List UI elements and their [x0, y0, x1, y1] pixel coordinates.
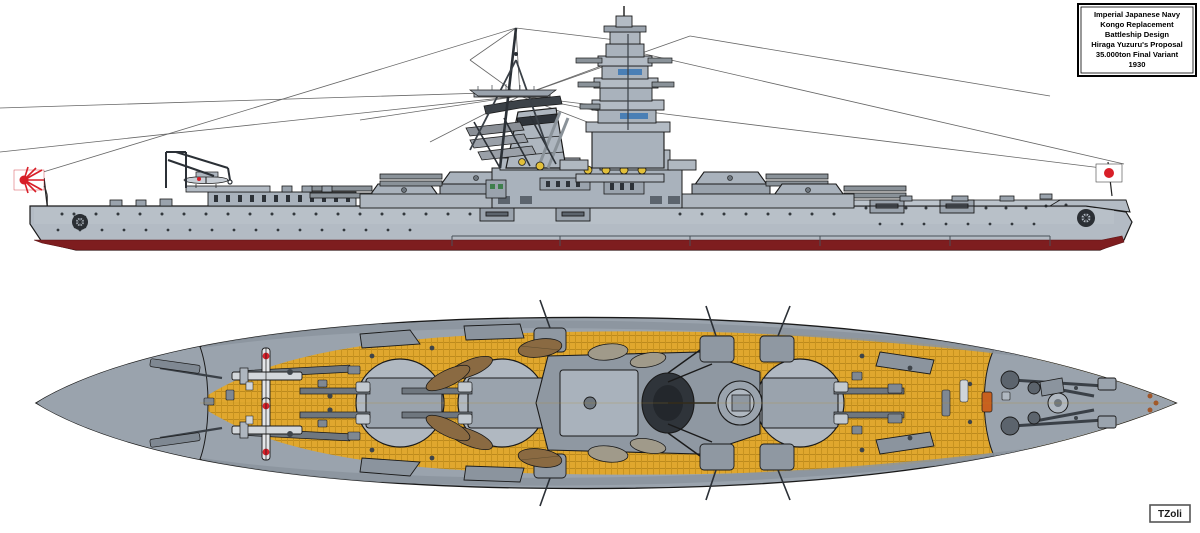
plan-aircraft-group — [149, 347, 351, 461]
pagoda-bridge-tower — [575, 6, 675, 169]
title-line-2: Kongo Replacement — [1100, 20, 1174, 29]
tripod-mainmast — [468, 27, 558, 169]
bow-deck-fittings — [899, 193, 1053, 202]
bridge-wings — [559, 159, 697, 171]
anti-torpedo-bulge-rail — [451, 235, 1051, 246]
stern-crest — [72, 214, 88, 230]
ships-boats-profile — [465, 115, 557, 169]
plan-sponsons — [359, 323, 935, 483]
plan-view — [34, 299, 1178, 507]
plan-deck-fittings — [203, 345, 1078, 461]
signature-block: TZoli — [1149, 504, 1191, 523]
profile-turret-group-fwd — [673, 171, 907, 209]
porthole-row-upper — [60, 203, 1068, 216]
plan-deck-edge-trim — [200, 320, 1100, 486]
title-line-3: Battleship Design — [1105, 30, 1169, 39]
plan-anchor-gear — [1000, 370, 1159, 436]
stern-deck-fittings — [109, 185, 333, 207]
plan-deck-marker — [981, 391, 993, 413]
profile-hull — [29, 199, 1133, 251]
stern-ensign — [13, 166, 49, 213]
profile-view — [0, 6, 1133, 251]
signature-text: TZoli — [1158, 509, 1182, 520]
title-line-4: Hiraga Yuzuru's Proposal — [1091, 40, 1183, 49]
title-line-1: Imperial Japanese Navy — [1094, 10, 1181, 19]
title-line-5: 35.000ton Final Variant — [1096, 50, 1179, 59]
bow-crest-icon — [1077, 209, 1095, 227]
title-block: Imperial Japanese Navy Kongo Replacement… — [1077, 3, 1197, 77]
title-line-6: 1930 — [1129, 60, 1146, 69]
plan-ships-boats — [425, 338, 667, 468]
porthole-row-lower — [56, 222, 1036, 232]
plan-floatplane-2 — [231, 397, 303, 461]
plan-floatplane-1 — [231, 347, 303, 411]
bow-jack-flag — [1095, 161, 1123, 197]
aircraft-crane — [165, 151, 231, 188]
